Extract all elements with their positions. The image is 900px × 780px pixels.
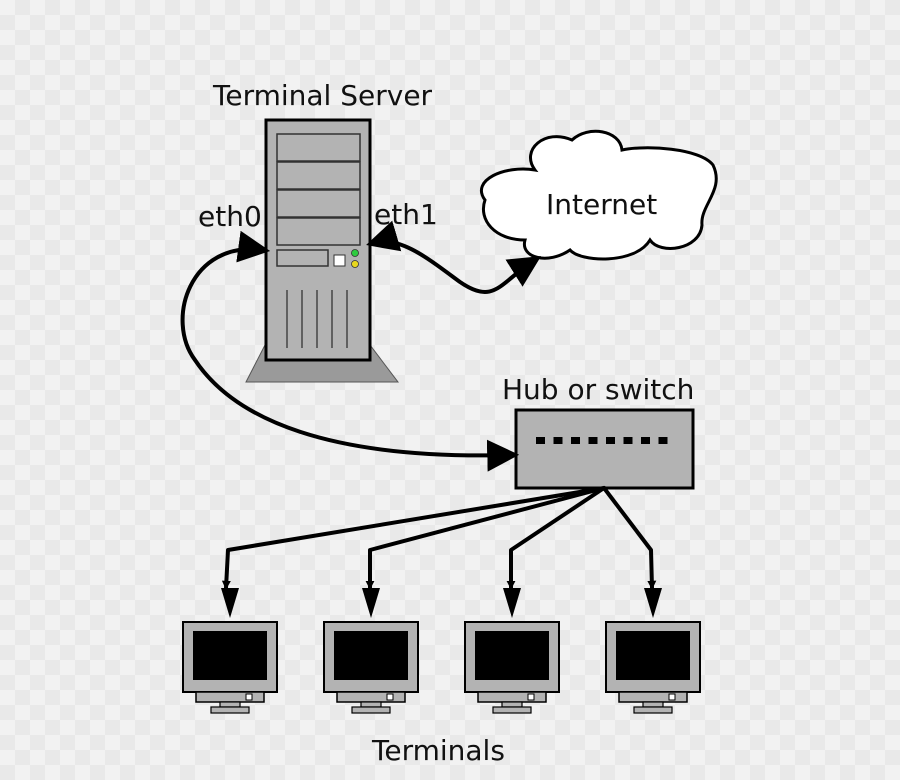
hub-port bbox=[606, 437, 615, 444]
hub-port bbox=[623, 437, 633, 444]
hub-terminal-connection bbox=[506, 486, 606, 590]
arrowhead bbox=[503, 588, 521, 618]
internet-label: Internet bbox=[546, 188, 657, 221]
activity-led-icon bbox=[351, 260, 359, 268]
hub-port bbox=[588, 437, 598, 444]
eth0-hub-connection bbox=[180, 230, 520, 472]
terminal-monitor-icon bbox=[323, 621, 419, 714]
server-tower-icon bbox=[245, 118, 400, 383]
hub-port bbox=[641, 437, 650, 444]
hub-port bbox=[553, 437, 563, 444]
arrowhead bbox=[644, 588, 662, 618]
hub-terminal-connection bbox=[602, 486, 657, 590]
terminal-monitor-icon bbox=[182, 621, 278, 714]
hub-terminal-connection bbox=[365, 486, 606, 590]
hub-terminal-connection bbox=[221, 486, 606, 590]
terminal-monitor-icon bbox=[464, 621, 560, 714]
hub-port bbox=[571, 437, 580, 444]
hub-switch-icon bbox=[514, 408, 695, 490]
hub-label: Hub or switch bbox=[502, 373, 694, 406]
power-led-icon bbox=[351, 249, 359, 257]
arrowhead bbox=[221, 588, 239, 618]
eth1-internet-connection bbox=[366, 220, 542, 294]
terminal-server-label: Terminal Server bbox=[212, 79, 433, 112]
hub-port bbox=[658, 437, 668, 444]
eth0-label: eth0 bbox=[198, 200, 262, 233]
terminal-monitor-icon bbox=[605, 621, 701, 714]
arrowhead bbox=[362, 588, 380, 618]
eth1-label: eth1 bbox=[374, 198, 438, 231]
hub-port bbox=[536, 437, 545, 444]
terminals-label: Terminals bbox=[371, 734, 505, 767]
